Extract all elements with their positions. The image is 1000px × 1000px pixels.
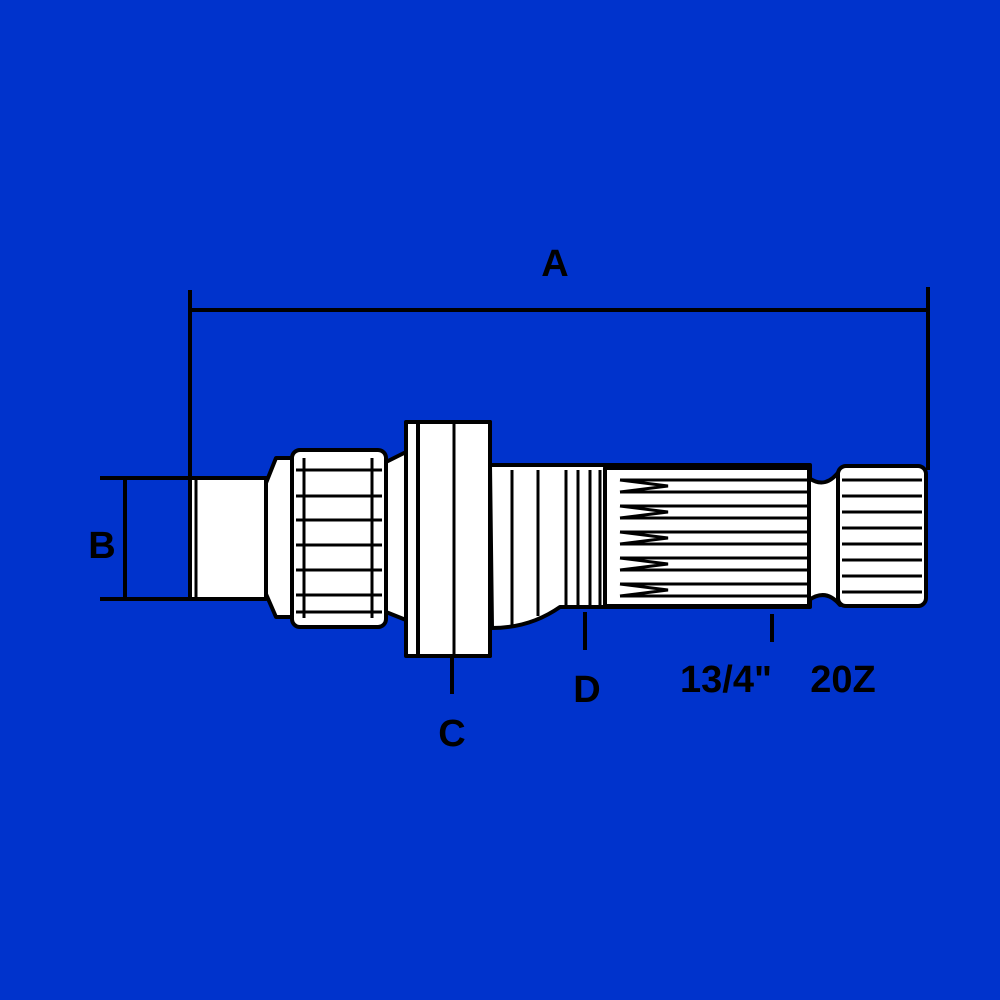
dimension-b-label: B <box>88 525 115 567</box>
shaft-groove <box>807 468 842 607</box>
spline-size-label: 13/4" <box>680 659 772 701</box>
shaft-left-end <box>188 476 268 601</box>
dimension-d-label: D <box>573 669 600 711</box>
dimension-a-label: A <box>541 243 568 285</box>
shaft-neck <box>264 456 294 619</box>
spline-teeth-label: 20Z <box>810 659 875 701</box>
dimension-a <box>188 287 930 478</box>
spline-end <box>836 464 928 608</box>
shaft-part <box>188 420 928 658</box>
shaft-details <box>194 422 922 656</box>
dimension-c-label: C <box>438 713 465 755</box>
leader-lines <box>450 612 774 694</box>
dimension-b <box>100 476 192 601</box>
shaft-shoulder <box>384 450 408 622</box>
